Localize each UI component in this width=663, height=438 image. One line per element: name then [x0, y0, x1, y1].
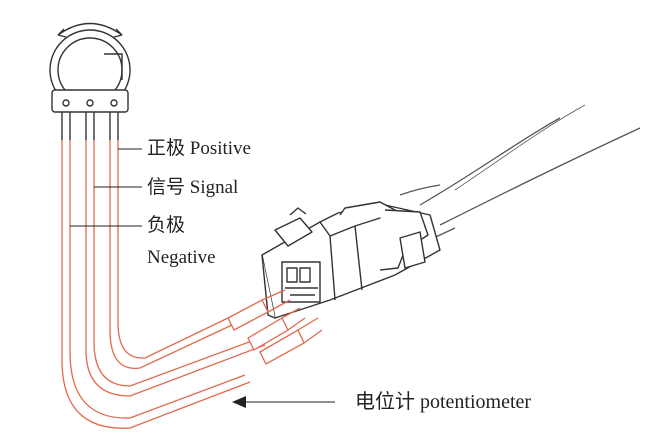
- arrow-left-icon: [232, 396, 246, 408]
- wires: [61, 140, 266, 429]
- label-negative-cn: 负极: [147, 215, 186, 236]
- label-positive: 正极 Positive: [147, 138, 251, 159]
- cable: [399, 104, 641, 251]
- label-signal: 信号 Signal: [147, 177, 239, 198]
- label-negative-en: Negative: [147, 247, 216, 268]
- potentiometer-body: [49, 22, 131, 140]
- label-potentiometer: 电位计 potentiometer: [355, 391, 532, 413]
- leader-lines: [70, 148, 335, 403]
- terminals: [227, 289, 323, 365]
- connector: [261, 201, 441, 319]
